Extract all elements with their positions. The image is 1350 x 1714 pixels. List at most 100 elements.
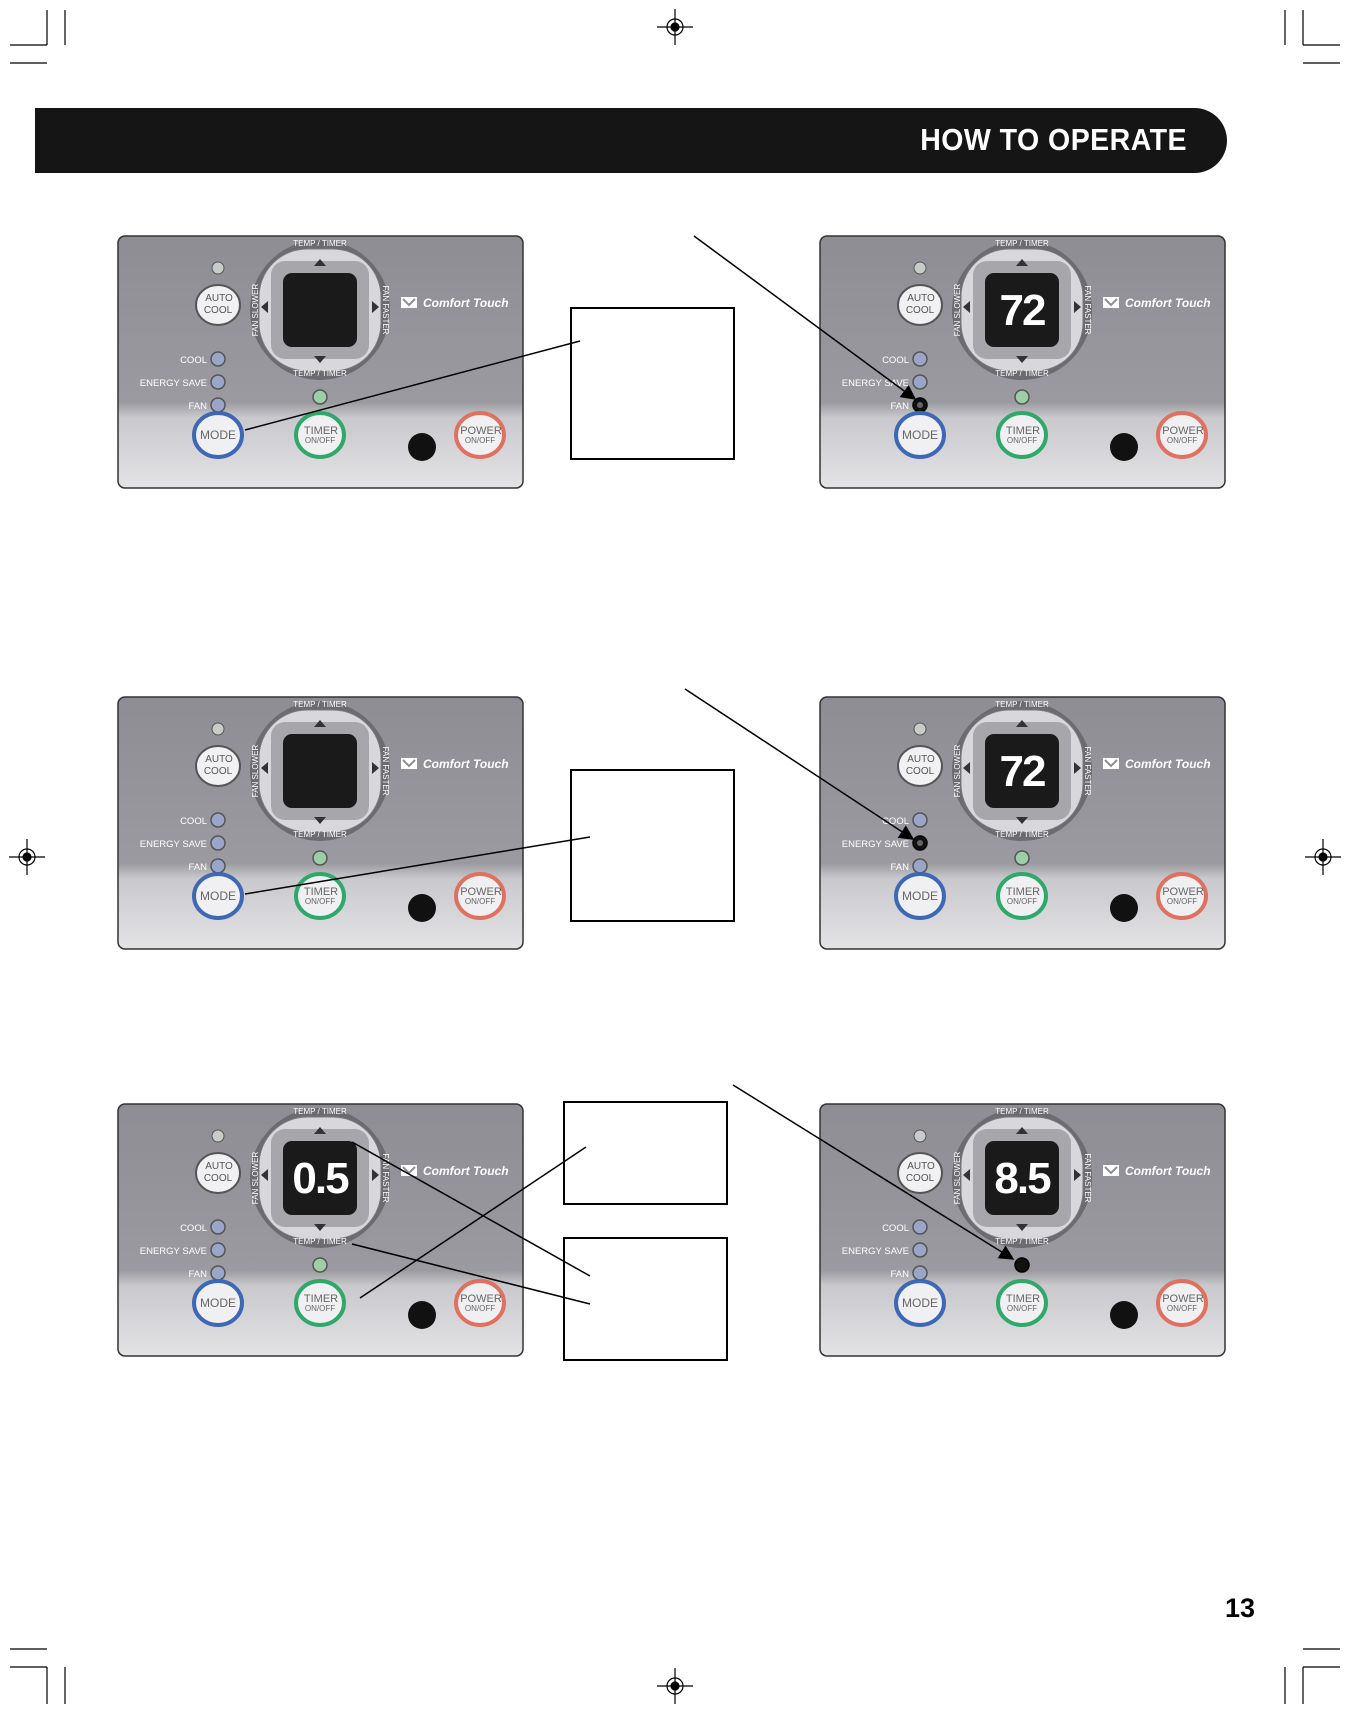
remote-sensor — [1110, 433, 1138, 461]
mode-button-label: MODE — [902, 428, 938, 442]
timer-button-label: TIMER — [1006, 1293, 1040, 1305]
energy-save-indicator-label: ENERGY SAVE — [140, 839, 207, 850]
auto-cool-button-sublabel: COOL — [204, 305, 233, 316]
energy-save-indicator-label: ENERGY SAVE — [140, 378, 207, 389]
auto-cool-button-label: AUTO — [907, 1161, 935, 1172]
auto-cool-indicator — [913, 261, 927, 275]
power-button-label: POWER — [1162, 1293, 1204, 1305]
mode-button-label: MODE — [902, 889, 938, 903]
fan-indicator-label: FAN — [189, 862, 208, 873]
power-button-sublabel: ON/OFF — [465, 1304, 495, 1313]
timer-indicator — [1014, 850, 1030, 866]
auto-cool-button-sublabel: COOL — [906, 305, 935, 316]
power-button-sublabel: ON/OFF — [1167, 436, 1197, 445]
timer-button-label: TIMER — [304, 886, 338, 898]
brand-logo: Comfort Touch — [1125, 296, 1211, 310]
power-button-sublabel: ON/OFF — [1167, 1304, 1197, 1313]
fan-slower-label: FAN SLOWER — [251, 284, 260, 337]
temp-timer-label-bottom: TEMP / TIMER — [293, 369, 347, 378]
auto-cool-button-label: AUTO — [907, 754, 935, 765]
auto-cool-indicator — [913, 1129, 927, 1143]
fan-faster-label: FAN FASTER — [1083, 747, 1092, 796]
cool-indicator — [912, 1219, 928, 1235]
cool-indicator — [210, 1219, 226, 1235]
auto-cool-button-sublabel: COOL — [204, 766, 233, 777]
callout-box-3a — [563, 1101, 728, 1205]
temp-timer-label-top: TEMP / TIMER — [293, 239, 347, 248]
remote-sensor — [408, 433, 436, 461]
auto-cool-button-sublabel: COOL — [204, 1173, 233, 1184]
fan-faster-label: FAN FASTER — [381, 286, 390, 335]
fan-slower-label: FAN SLOWER — [953, 745, 962, 798]
section-header: HOW TO OPERATE — [35, 108, 1227, 173]
timer-indicator — [1014, 1257, 1030, 1273]
leader-line — [351, 1243, 591, 1305]
fan-faster-label: FAN FASTER — [1083, 286, 1092, 335]
energy-save-indicator — [210, 374, 226, 390]
auto-cool-indicator — [211, 261, 225, 275]
timer-button-sublabel: ON/OFF — [305, 897, 335, 906]
timer-button-sublabel: ON/OFF — [305, 436, 335, 445]
energy-save-indicator — [210, 1242, 226, 1258]
temp-timer-label-top: TEMP / TIMER — [995, 1107, 1049, 1116]
cool-indicator — [210, 812, 226, 828]
energy-save-indicator-label: ENERGY SAVE — [842, 378, 909, 389]
fan-slower-label: FAN SLOWER — [953, 284, 962, 337]
timer-indicator — [312, 1257, 328, 1273]
remote-sensor — [1110, 1301, 1138, 1329]
timer-button-label: TIMER — [304, 425, 338, 437]
power-button-sublabel: ON/OFF — [465, 897, 495, 906]
brand-logo: Comfort Touch — [423, 757, 509, 771]
fan-faster-label: FAN FASTER — [381, 1154, 390, 1203]
display-value: 0.5 — [292, 1154, 349, 1203]
fan-faster-label: FAN FASTER — [1083, 1154, 1092, 1203]
auto-cool-button-label: AUTO — [205, 1161, 233, 1172]
display-screen — [283, 734, 357, 808]
display-screen — [283, 1141, 357, 1215]
timer-indicator — [312, 389, 328, 405]
timer-indicator — [312, 850, 328, 866]
leader-line — [351, 1141, 591, 1277]
display-screen — [283, 273, 357, 347]
fan-slower-label: FAN SLOWER — [251, 1152, 260, 1205]
fan-indicator-label: FAN — [891, 401, 910, 412]
callout-box-1 — [570, 307, 735, 460]
power-button-sublabel: ON/OFF — [465, 436, 495, 445]
power-button-label: POWER — [460, 1293, 502, 1305]
auto-cool-button-label: AUTO — [205, 293, 233, 304]
auto-cool-button-label: AUTO — [907, 293, 935, 304]
temp-timer-label-bottom: TEMP / TIMER — [293, 830, 347, 839]
cool-indicator-label: COOL — [882, 816, 909, 827]
auto-cool-button-label: AUTO — [205, 754, 233, 765]
timer-button-label: TIMER — [304, 1293, 338, 1305]
power-button-label: POWER — [1162, 425, 1204, 437]
temp-timer-label-top: TEMP / TIMER — [293, 1107, 347, 1116]
leader-line — [244, 836, 591, 895]
energy-save-indicator — [912, 1242, 928, 1258]
power-button-label: POWER — [1162, 886, 1204, 898]
timer-button-label: TIMER — [1006, 425, 1040, 437]
cool-indicator — [210, 351, 226, 367]
energy-save-indicator-label: ENERGY SAVE — [842, 839, 909, 850]
fan-indicator-label: FAN — [891, 862, 910, 873]
display-value: 72 — [1000, 747, 1045, 796]
cool-indicator-label: COOL — [882, 355, 909, 366]
auto-cool-button-sublabel: COOL — [906, 766, 935, 777]
energy-save-indicator — [210, 835, 226, 851]
temp-timer-label-bottom: TEMP / TIMER — [995, 369, 1049, 378]
temp-timer-label-bottom: TEMP / TIMER — [293, 1237, 347, 1246]
leader-arrow — [693, 235, 917, 400]
auto-cool-indicator — [211, 722, 225, 736]
timer-button-label: TIMER — [1006, 886, 1040, 898]
display-screen — [985, 1141, 1059, 1215]
registration-marks — [9, 9, 1341, 1704]
remote-sensor — [408, 894, 436, 922]
cool-indicator-label: COOL — [180, 816, 207, 827]
temp-timer-label-top: TEMP / TIMER — [293, 700, 347, 709]
temp-timer-label-top: TEMP / TIMER — [995, 239, 1049, 248]
mode-button-label: MODE — [902, 1296, 938, 1310]
brand-logo: Comfort Touch — [1125, 1164, 1211, 1178]
display-value: 8.5 — [994, 1154, 1051, 1203]
